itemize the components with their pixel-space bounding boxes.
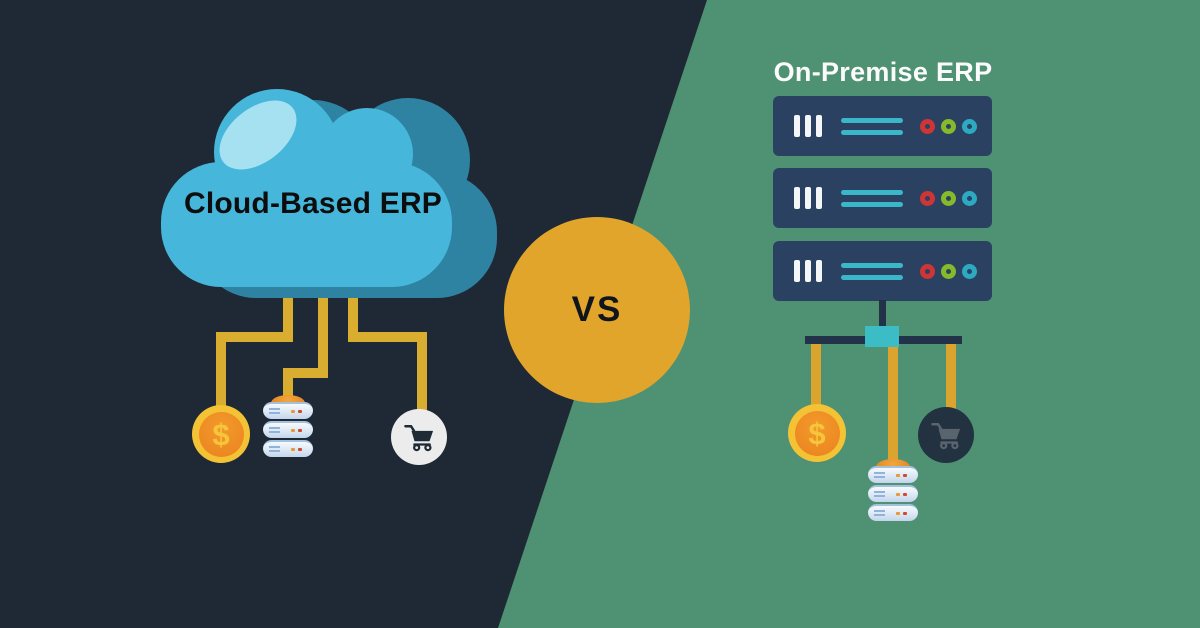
coin-inner: $	[198, 411, 244, 457]
cloud-cable-left-horizontal	[216, 332, 293, 342]
shopping-cart-icon	[391, 409, 447, 465]
status-light-green	[941, 263, 956, 279]
server-vents-icon	[794, 260, 822, 282]
database-stack-icon	[263, 395, 313, 457]
status-light-green	[941, 190, 956, 206]
vs-badge: VS	[504, 217, 690, 403]
dollar-coin-icon: $	[192, 405, 250, 463]
dollar-glyph: $	[212, 416, 230, 452]
status-light-red	[920, 263, 935, 279]
coin-inner: $	[794, 410, 840, 456]
server-slots-icon	[841, 117, 903, 135]
server-status-lights	[920, 263, 977, 279]
database-stack-icon	[868, 459, 918, 521]
cloud-cable-right-vertical	[348, 278, 358, 342]
database-discs	[263, 402, 313, 457]
database-disc	[868, 504, 918, 521]
server-slots-icon	[841, 189, 903, 207]
database-disc	[868, 466, 918, 483]
left-panel-title: Cloud-Based ERP	[183, 187, 443, 220]
cloud-cable-middle-vertical	[318, 278, 328, 378]
right-panel-title: On-Premise ERP	[773, 57, 993, 87]
database-disc	[263, 402, 313, 419]
dollar-coin-icon: $	[788, 404, 846, 462]
status-light-cyan	[962, 263, 977, 279]
network-hub-icon	[865, 326, 899, 347]
dollar-glyph: $	[808, 415, 826, 451]
server-rack-2	[773, 168, 992, 228]
cloud-cable-middle-horizontal	[283, 368, 328, 378]
cloud-icon	[161, 89, 497, 298]
server-slots-icon	[841, 262, 903, 280]
cart-glyph	[404, 425, 434, 452]
cloud-cable-right-drop	[417, 332, 427, 412]
cloud-cable-left-vertical	[283, 278, 293, 340]
status-light-red	[920, 190, 935, 206]
status-light-cyan	[962, 118, 977, 134]
database-discs	[868, 466, 918, 521]
server-rack-1	[773, 96, 992, 156]
cloud-cable-left-drop	[216, 332, 226, 408]
cart-glyph	[931, 423, 961, 450]
server-cable-left	[811, 344, 821, 406]
server-cable-middle	[888, 347, 898, 463]
vs-label: VS	[571, 290, 623, 329]
status-light-green	[941, 118, 956, 134]
server-vents-icon	[794, 115, 822, 137]
cloud-cable-middle-drop	[283, 368, 293, 402]
status-light-cyan	[962, 190, 977, 206]
server-downlink	[879, 300, 886, 332]
database-disc	[263, 440, 313, 457]
cloud-cable-right-horizontal	[348, 332, 427, 342]
server-cable-right	[946, 344, 956, 410]
database-disc	[868, 485, 918, 502]
shopping-cart-icon	[918, 407, 974, 463]
database-disc	[263, 421, 313, 438]
server-rack-3	[773, 241, 992, 301]
status-light-red	[920, 118, 935, 134]
server-status-lights	[920, 118, 977, 134]
server-vents-icon	[794, 187, 822, 209]
server-status-lights	[920, 190, 977, 206]
